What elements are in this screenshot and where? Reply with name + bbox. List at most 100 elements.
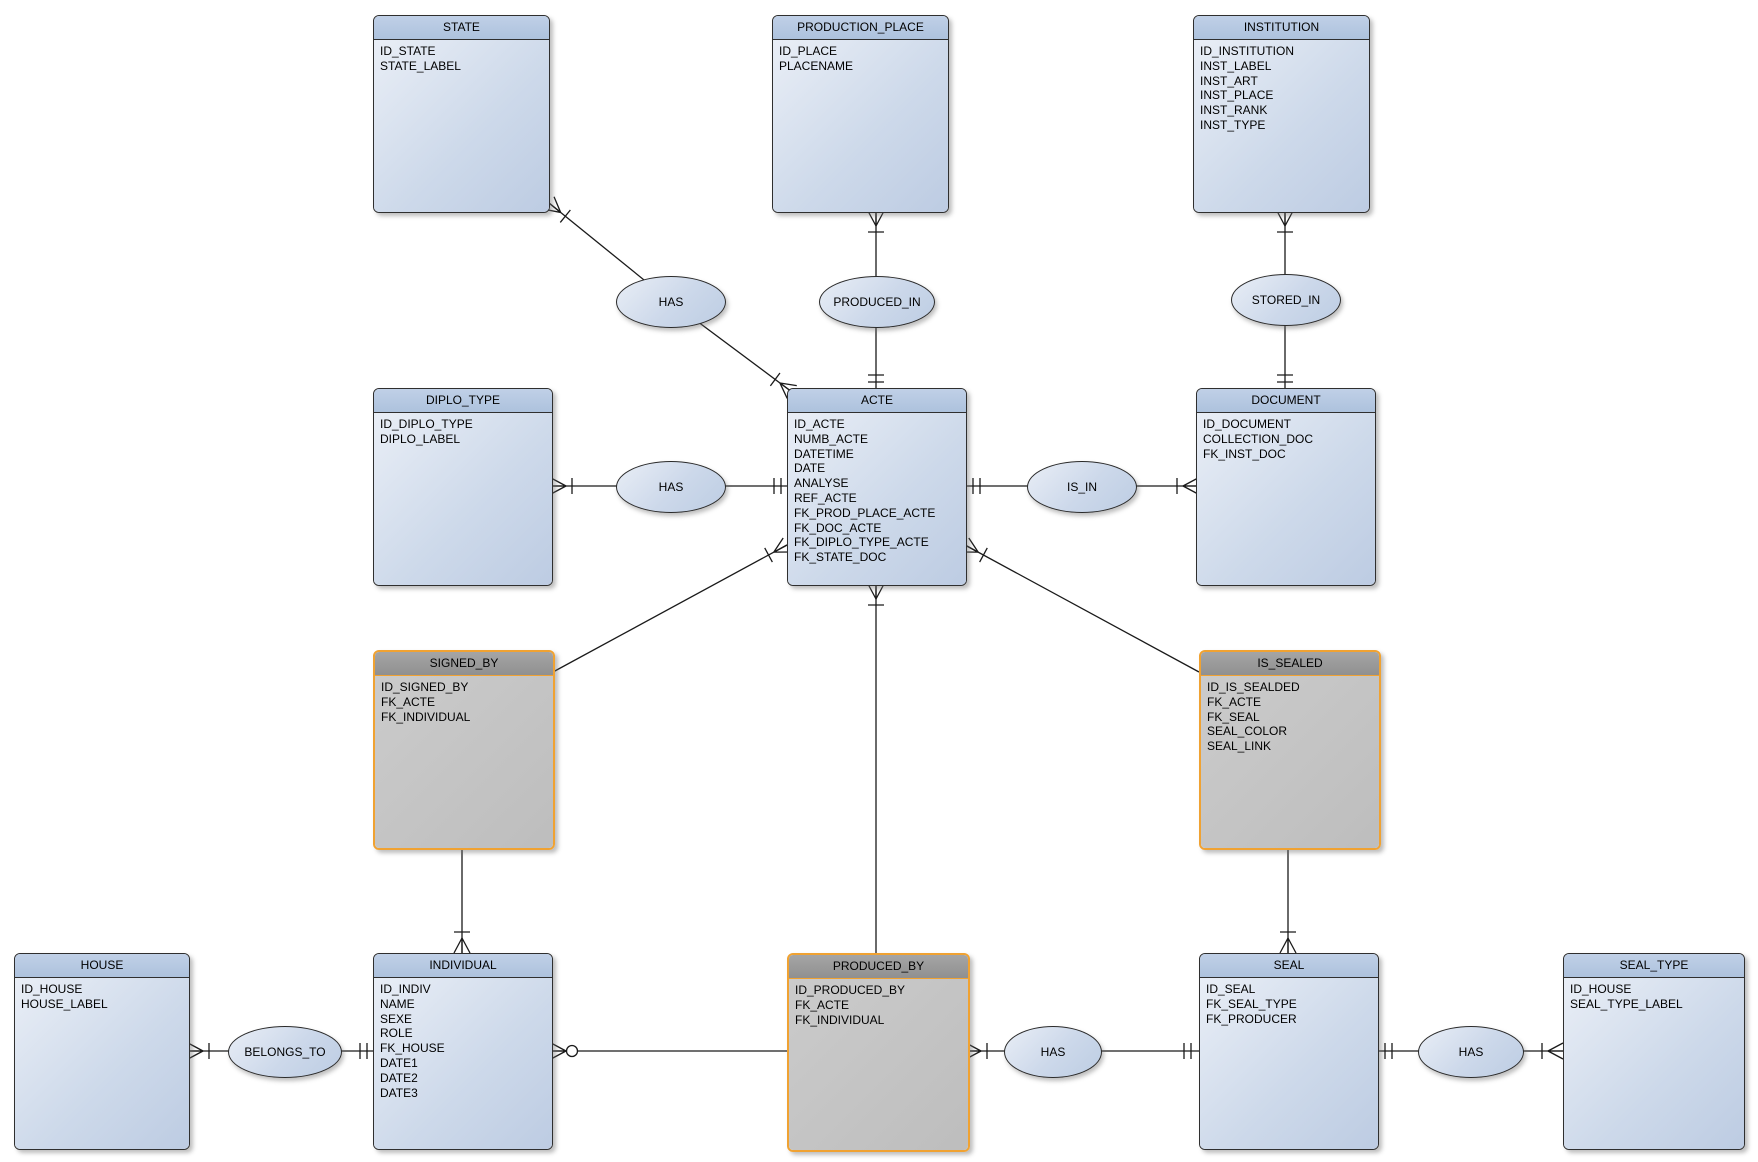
entity-field: DATE1	[380, 1055, 418, 1070]
entity-field: ID_HOUSE	[1570, 982, 1632, 996]
entity-field: ID_DOCUMENT	[1203, 417, 1292, 431]
entity-field: COLLECTION_DOC	[1203, 431, 1314, 446]
connector-issealed-seal	[1279, 846, 1297, 954]
connector-issealed-acte	[960, 537, 1200, 673]
relationship-has-state-acte[interactable]: HAS	[616, 276, 726, 328]
relationship-produced-in[interactable]: PRODUCED_IN	[819, 276, 935, 328]
entity-field: SEXE	[380, 1011, 413, 1026]
entity-field: REF_ACTE	[794, 490, 857, 505]
relationship-has-producedby-seal[interactable]: HAS	[1004, 1026, 1102, 1078]
entity-field: SEAL_TYPE_LABEL	[1570, 996, 1683, 1011]
entity-field: FK_PRODUCER	[1206, 1011, 1297, 1026]
connector-individual-producedby	[550, 1042, 787, 1060]
entity-title: SEAL	[1200, 954, 1378, 978]
entity-field: DATETIME	[794, 446, 854, 461]
entity-field: ROLE	[380, 1026, 413, 1041]
entity-field: NAME	[380, 996, 415, 1011]
relationship-has-diplo-acte[interactable]: HAS	[616, 461, 726, 513]
entity-field: DATE2	[380, 1070, 418, 1085]
entity-title: PRODUCTION_PLACE	[773, 16, 948, 40]
entity-field: INST_RANK	[1200, 103, 1268, 118]
entity-field: FK_ACTE	[381, 694, 436, 709]
entity-field: INST_LABEL	[1200, 58, 1272, 73]
entity-field: FK_ACTE	[1207, 694, 1262, 709]
relationship-stored-in[interactable]: STORED_IN	[1231, 274, 1341, 326]
entity-field: FK_SEAL	[1207, 709, 1260, 724]
entity-field: PLACENAME	[779, 58, 854, 73]
entity-field: FK_HOUSE	[380, 1041, 445, 1056]
entity-field: FK_ACTE	[795, 997, 850, 1012]
entity-field: ID_HOUSE	[21, 982, 83, 996]
entity-title: HOUSE	[15, 954, 189, 978]
entity-title: ACTE	[788, 389, 966, 413]
entity-field: HOUSE_LABEL	[21, 996, 108, 1011]
entity-title: DOCUMENT	[1197, 389, 1375, 413]
entity-field: ANALYSE	[794, 476, 849, 491]
entity-title: STATE	[374, 16, 549, 40]
entity-field: DATE3	[380, 1085, 418, 1100]
entity-field: ID_SEAL	[1206, 982, 1256, 996]
entity-title: INSTITUTION	[1194, 16, 1369, 40]
entity-title: PRODUCED_BY	[789, 955, 968, 979]
entity-field: ID_STATE	[380, 44, 436, 58]
entity-field: ID_PRODUCED_BY	[795, 983, 906, 997]
entity-field: FK_STATE_DOC	[794, 550, 887, 565]
entity-field: ID_IS_SEALDED	[1207, 680, 1300, 694]
entity-title: INDIVIDUAL	[374, 954, 552, 978]
relationship-has-seal-sealtype[interactable]: HAS	[1418, 1026, 1524, 1078]
entity-field: NUMB_ACTE	[794, 431, 869, 446]
relationship-belongs-to[interactable]: BELONGS_TO	[228, 1026, 342, 1078]
entity-field: FK_DOC_ACTE	[794, 520, 882, 535]
entity-title: IS_SEALED	[1201, 652, 1379, 676]
relationship-is-in[interactable]: IS_IN	[1027, 461, 1137, 513]
entity-field: ID_INDIV	[380, 982, 431, 996]
entity-field: FK_SEAL_TYPE	[1206, 996, 1297, 1011]
entity-field: FK_INDIVIDUAL	[381, 709, 471, 724]
entity-field: ID_DIPLO_TYPE	[380, 417, 473, 431]
entity-field: ID_SIGNED_BY	[381, 680, 469, 694]
entity-field: FK_INDIVIDUAL	[795, 1012, 885, 1027]
entity-field: FK_PROD_PLACE_ACTE	[794, 505, 936, 520]
entity-field: STATE_LABEL	[380, 58, 461, 73]
entity-field: FK_DIPLO_TYPE_ACTE	[794, 535, 929, 550]
entity-field: DATE	[794, 461, 826, 476]
entity-field: INST_PLACE	[1200, 88, 1274, 103]
entity-field: ID_ACTE	[794, 417, 845, 431]
entity-field: SEAL_COLOR	[1207, 724, 1288, 739]
entity-field: ID_INSTITUTION	[1200, 44, 1295, 58]
entity-title: SEAL_TYPE	[1564, 954, 1744, 978]
entity-field: INST_TYPE	[1200, 117, 1266, 132]
entity-field: ID_PLACE	[779, 44, 838, 58]
entity-field: FK_INST_DOC	[1203, 446, 1286, 461]
entity-field: DIPLO_LABEL	[380, 431, 461, 446]
entity-field: INST_ART	[1200, 73, 1258, 88]
connector-signedby-acte	[552, 537, 792, 673]
